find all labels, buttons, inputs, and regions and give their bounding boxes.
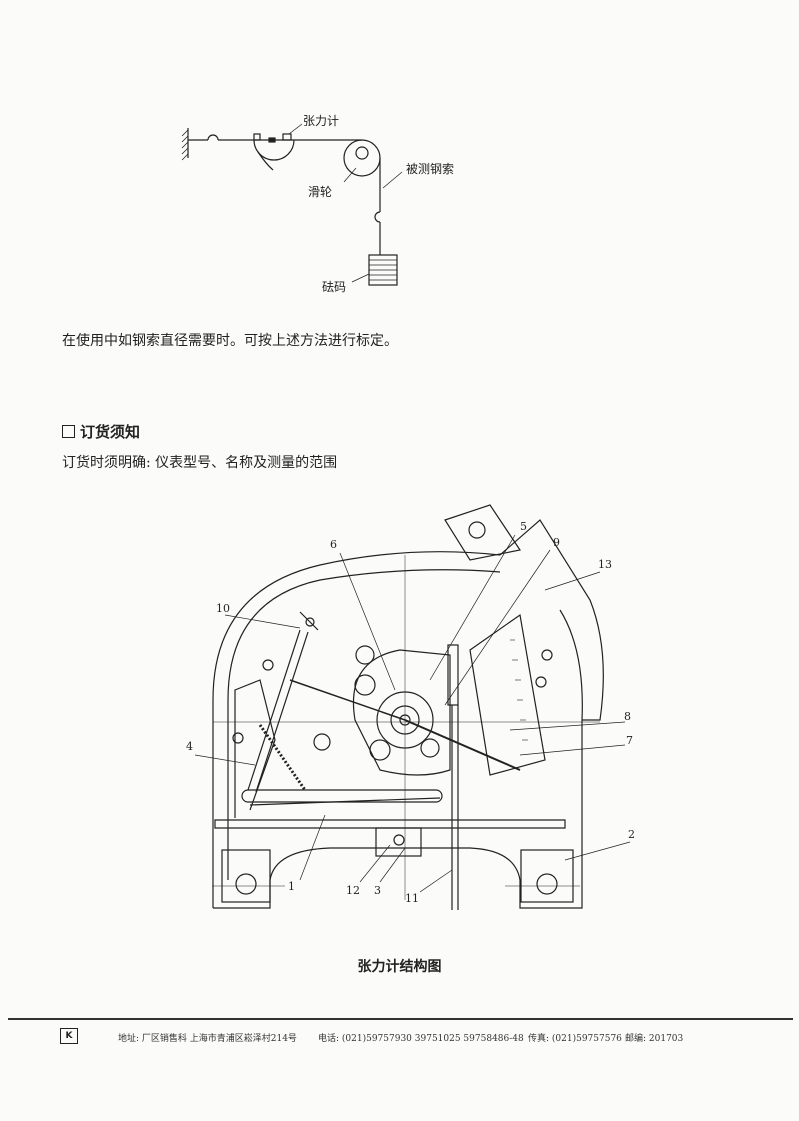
ordering-text: 订货时须明确: 仪表型号、名称及测量的范围 [62, 455, 338, 471]
part-number-1: 1 [288, 880, 295, 893]
part-number-9: 9 [553, 536, 560, 549]
logo-letter: K [65, 1031, 73, 1041]
calibration-note: 在使用中如钢索直径需要时。可按上述方法进行标定。 [62, 333, 398, 349]
part-number-8: 8 [624, 710, 631, 723]
part-number-5: 5 [520, 520, 527, 533]
footer-postcode: 邮编: 201703 [625, 1034, 684, 1044]
footer-phone: 电话: (021)59757930 39751025 59758486-48 [318, 1034, 524, 1044]
part-number-12: 12 [346, 884, 360, 897]
part-number-7: 7 [626, 734, 633, 747]
footer-fax: 传真: (021)59757576 [528, 1034, 622, 1044]
label-pulley: 滑轮 [308, 185, 333, 199]
part-number-3: 3 [374, 884, 381, 897]
part-number-13: 13 [598, 558, 612, 571]
part-number-11: 11 [405, 892, 419, 905]
footer-divider [8, 1018, 793, 1020]
footer-address: 地址: 厂区销售科 上海市青浦区崧泽村214号 [118, 1034, 297, 1044]
checkbox-square-icon [62, 425, 75, 438]
label-cable: 被测钢索 [406, 162, 455, 176]
label-weight: 砝码 [322, 280, 347, 294]
company-logo-icon: K [60, 1028, 78, 1044]
part-number-4: 4 [186, 740, 193, 753]
ordering-heading-text: 订货须知 [80, 423, 141, 441]
figure-caption: 张力计结构图 [357, 959, 442, 975]
label-tensiometer: 张力计 [303, 114, 340, 128]
part-number-6: 6 [330, 538, 337, 551]
part-number-10: 10 [216, 602, 230, 615]
part-number-2: 2 [628, 828, 635, 841]
ordering-heading: 订货须知 [62, 421, 140, 442]
